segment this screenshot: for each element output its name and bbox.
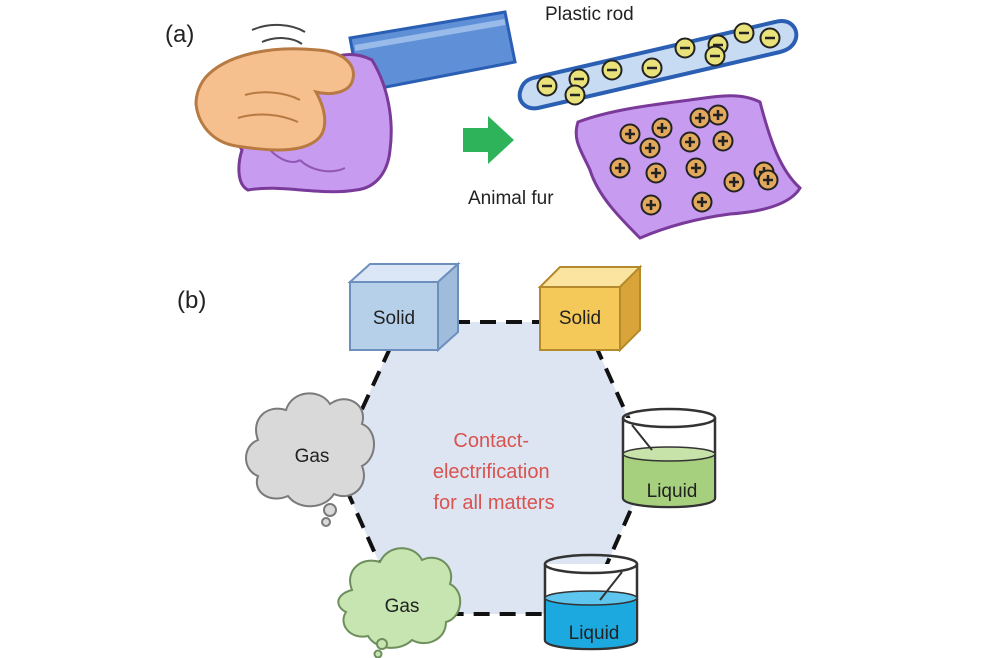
gas-bottom-label: Gas — [385, 596, 420, 617]
negative-charge-icon — [759, 27, 781, 49]
positive-charges — [609, 104, 779, 216]
negative-charge-icon — [536, 75, 558, 97]
panel-a-label: (a) — [165, 21, 194, 48]
center-text-line1: Contact- — [453, 430, 529, 452]
gas-bottom-cloud — [337, 547, 461, 658]
arrow-icon — [463, 116, 514, 164]
positive-charge-icon — [619, 123, 641, 145]
positive-charge-icon — [691, 191, 713, 213]
positive-charge-icon — [689, 107, 711, 129]
positive-charge-icon — [757, 169, 779, 191]
positive-charge-icon — [640, 194, 662, 216]
liquid-right-beaker — [621, 407, 717, 509]
solid-right-cube — [537, 264, 643, 353]
liquid-right-label: Liquid — [647, 481, 698, 502]
center-text-line2: electrification — [433, 461, 550, 483]
positive-charge-icon — [712, 130, 734, 152]
positive-charge-icon — [651, 117, 673, 139]
positive-charge-icon — [685, 157, 707, 179]
positive-charge-icon — [639, 137, 661, 159]
positive-charge-icon — [723, 171, 745, 193]
positive-charge-icon — [609, 157, 631, 179]
positive-charge-icon — [679, 131, 701, 153]
positive-charge-icon — [707, 104, 729, 126]
panel-b-label: (b) — [177, 287, 206, 314]
negative-charge-icon — [733, 22, 755, 44]
center-text-line3: for all matters — [433, 492, 554, 514]
negative-charges — [536, 22, 781, 106]
negative-charge-icon — [564, 84, 586, 106]
animal-fur-label: Animal fur — [468, 188, 554, 209]
solid-left-cube — [347, 261, 461, 353]
plastic-rod-label: Plastic rod — [545, 4, 634, 25]
negative-charge-icon — [704, 45, 726, 67]
negative-charge-icon — [674, 37, 696, 59]
center-text: Contact- electrification for all matters — [433, 430, 555, 514]
solid-left-label: Solid — [373, 308, 415, 329]
positive-charge-icon — [645, 162, 667, 184]
liquid-bottom-label: Liquid — [569, 623, 620, 644]
gas-left-label: Gas — [295, 446, 330, 467]
negative-charge-icon — [641, 57, 663, 79]
negative-charge-icon — [601, 59, 623, 81]
gas-left-cloud — [245, 392, 375, 527]
hand-icon — [194, 24, 355, 152]
liquid-bottom-beaker — [543, 553, 639, 651]
solid-right-label: Solid — [559, 308, 601, 329]
